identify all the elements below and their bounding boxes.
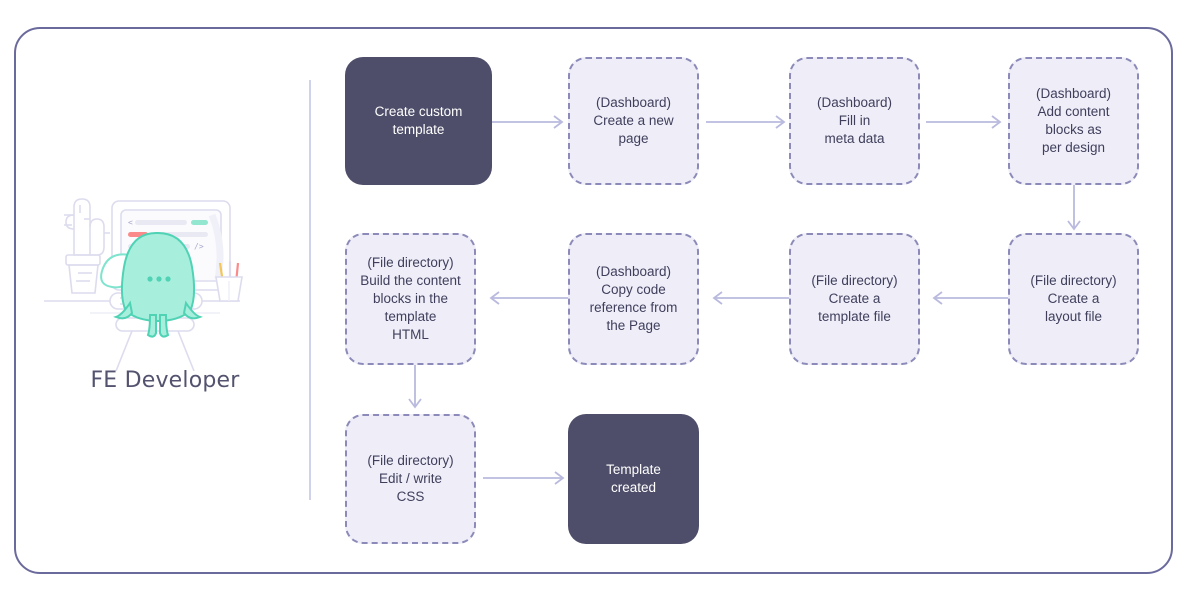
arrow-edit-write-css-to-template-created (483, 468, 571, 488)
node-create-a-layout-file[interactable]: (File directory) Create a layout file (1008, 233, 1139, 365)
fe-developer-illustration: < /> (40, 185, 290, 405)
node-label: (File directory) Edit / write CSS (367, 453, 454, 504)
svg-text:<: < (128, 218, 133, 227)
section-divider (309, 80, 311, 500)
arrow-add-content-blocks-to-create-a-layout-file (1064, 185, 1084, 237)
arrow-copy-code-reference-to-build-content-blocks (483, 288, 571, 308)
cactus-icon (64, 198, 110, 294)
pen-cup-icon (215, 261, 243, 302)
arrow-create-custom-template-to-create-a-new-page (492, 112, 570, 132)
node-label: Template created (606, 462, 661, 495)
arrow-build-content-blocks-to-edit-write-css (405, 365, 425, 415)
illustration-caption: FE Developer (90, 368, 240, 393)
node-edit-write-css[interactable]: (File directory) Edit / write CSS (345, 414, 476, 544)
node-add-content-blocks[interactable]: (Dashboard) Add content blocks as per de… (1008, 57, 1139, 185)
node-label: (Dashboard) Copy code reference from the… (589, 264, 678, 333)
node-label: (Dashboard) Fill in meta data (816, 95, 893, 146)
node-fill-in-meta-data[interactable]: (Dashboard) Fill in meta data (789, 57, 920, 185)
node-create-custom-template[interactable]: Create custom template (345, 57, 492, 185)
node-label: Create custom template (374, 104, 463, 137)
node-label: (File directory) Create a template file (811, 273, 898, 324)
character-avatar (100, 232, 203, 338)
arrow-fill-in-meta-data-to-add-content-blocks (926, 112, 1008, 132)
arrow-create-a-template-file-to-copy-code-reference (706, 288, 792, 308)
node-copy-code-reference[interactable]: (Dashboard) Copy code reference from the… (568, 233, 699, 365)
node-label: (File directory) Create a layout file (1030, 273, 1117, 324)
arrow-create-a-layout-file-to-create-a-template-file (926, 288, 1008, 308)
node-label: (Dashboard) Add content blocks as per de… (1035, 86, 1112, 155)
node-label: (File directory) Build the content block… (360, 255, 461, 342)
node-create-a-template-file[interactable]: (File directory) Create a template file (789, 233, 920, 365)
node-create-a-new-page[interactable]: (Dashboard) Create a new page (568, 57, 699, 185)
svg-text:/>: /> (194, 242, 204, 251)
node-label: (Dashboard) Create a new page (593, 95, 674, 146)
arrow-create-a-new-page-to-fill-in-meta-data (706, 112, 792, 132)
node-template-created[interactable]: Template created (568, 414, 699, 544)
node-build-content-blocks[interactable]: (File directory) Build the content block… (345, 233, 476, 365)
